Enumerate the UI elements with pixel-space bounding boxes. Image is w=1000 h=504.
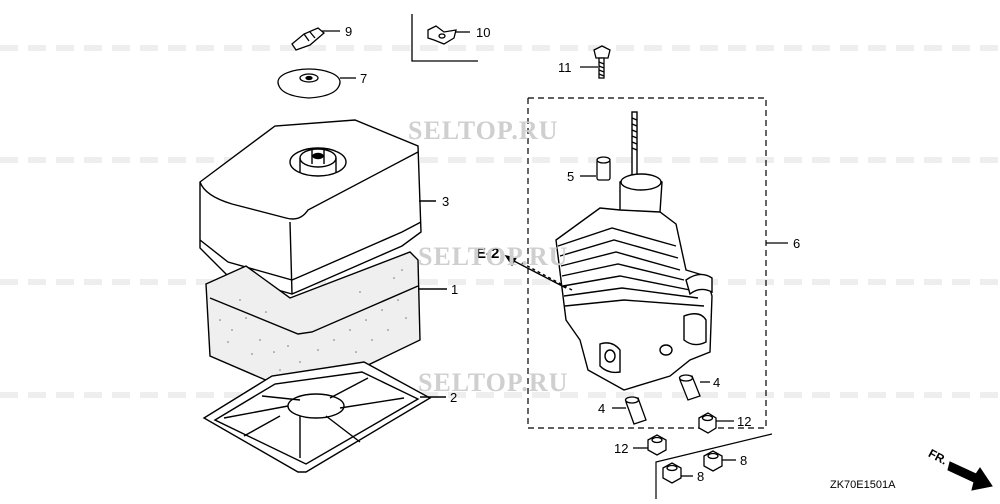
callout-4-a: 4 (713, 375, 720, 390)
callout-12-a: 12 (737, 414, 751, 429)
watermark: SELTOP.RU (418, 368, 569, 397)
part-10-wing-nut (411, 14, 478, 62)
part-12-nut-a (698, 412, 734, 434)
part-4-tube-a (678, 374, 710, 401)
callout-12-b: 12 (614, 441, 628, 456)
callout-9: 9 (345, 24, 352, 39)
callout-4-b: 4 (598, 401, 605, 416)
front-direction-arrow-icon (947, 461, 993, 491)
part-6-bracket (527, 97, 767, 429)
callout-11: 11 (558, 60, 572, 75)
part-9-clip (291, 27, 340, 51)
part-11-bolt (580, 45, 611, 79)
diagram-code: ZK70E1501A (830, 479, 896, 491)
part-8-nut-b (662, 462, 693, 484)
front-direction-label: FR. (926, 446, 950, 467)
part-7-cap (277, 68, 356, 99)
callout-8-a: 8 (740, 453, 747, 468)
callout-8-b: 8 (697, 469, 704, 484)
e2-reference-arrow (504, 255, 567, 289)
part-2-frame (202, 361, 446, 473)
callout-2: 2 (450, 390, 457, 405)
part-8-nut-a (703, 450, 736, 472)
callout-10: 10 (476, 25, 490, 40)
watermark: SELTOP.RU (418, 242, 569, 271)
reference-e2-label: E-2 (476, 245, 499, 262)
part-8-bracket (655, 433, 773, 499)
part-3-cover (199, 119, 436, 295)
part-4-tube-b (612, 396, 647, 425)
callout-6: 6 (793, 236, 800, 251)
callout-1: 1 (451, 282, 458, 297)
watermark: SELTOP.RU (408, 116, 559, 145)
part-1-foam-element (205, 251, 447, 395)
part-5-spacer (580, 156, 611, 181)
part-6-case (519, 111, 713, 391)
part-12-nut-b (633, 434, 667, 456)
callout-3: 3 (442, 194, 449, 209)
callout-5: 5 (567, 169, 574, 184)
background-ghost-text (0, 45, 1000, 398)
callout-7: 7 (360, 71, 367, 86)
